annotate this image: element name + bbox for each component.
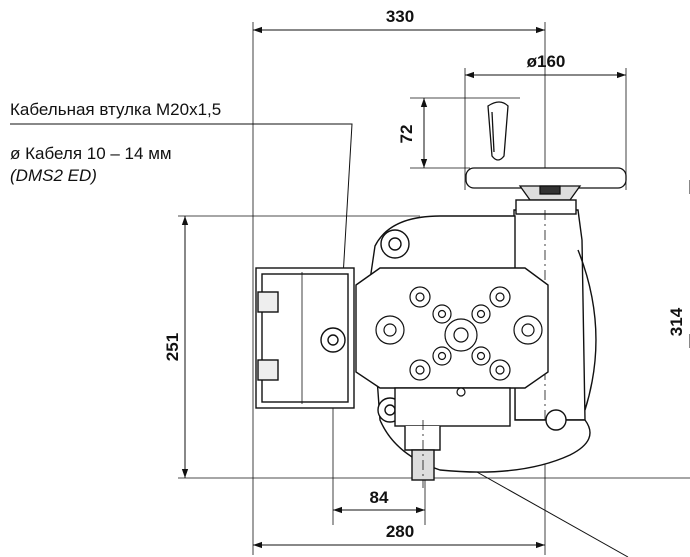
- model-label: (DMS2 ED): [10, 166, 97, 185]
- dim-72-label: 72: [397, 125, 416, 144]
- dim-160-label: ø160: [527, 52, 566, 71]
- flange-bolts: [375, 286, 543, 397]
- cable-diameter-label: ø Кабеля 10 – 14 мм: [10, 144, 172, 163]
- dim-314-label: 314: [667, 307, 686, 336]
- dimension-lines: [181, 26, 690, 549]
- bottom-leader: [451, 457, 629, 557]
- dim-84-label: 84: [370, 488, 389, 507]
- extension-lines: [178, 22, 690, 555]
- actuator-body: [255, 199, 597, 488]
- dim-280-label: 280: [386, 522, 414, 541]
- cable-gland-leader: [10, 123, 353, 329]
- dim-251-label: 251: [163, 333, 182, 361]
- handwheel: [465, 101, 627, 201]
- leader-lines: [10, 123, 629, 557]
- dim-330-label: 330: [386, 7, 414, 26]
- cable-gland-label: Кабельная втулка M20x1,5: [10, 100, 222, 119]
